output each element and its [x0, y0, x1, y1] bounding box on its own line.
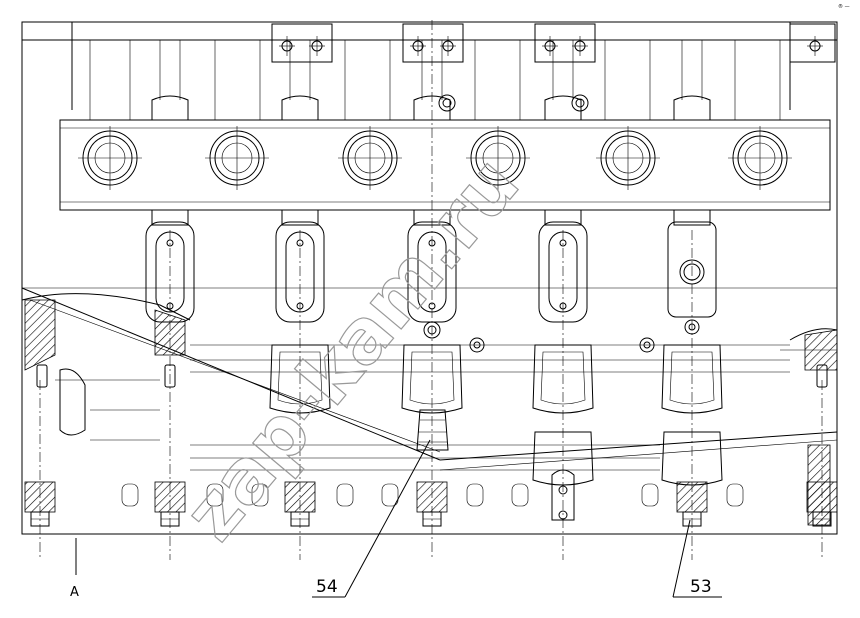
boss [336, 483, 354, 507]
pocket-upper-inner [540, 351, 586, 405]
pin-assembly [416, 409, 575, 521]
web-rib [151, 210, 189, 226]
pocket-upper-inner [669, 351, 715, 405]
corner-mark: ® — [838, 3, 850, 10]
section-lines [21, 287, 838, 471]
bottom-bolts [24, 481, 838, 527]
bearing-row [59, 40, 831, 226]
boss [381, 483, 399, 507]
view-label-a: A [70, 585, 79, 600]
horizontal-rails [190, 344, 790, 471]
right-section [780, 329, 838, 526]
pocket-upper [401, 344, 463, 414]
callout-label-53: 53 [690, 577, 712, 597]
lower-pockets [269, 344, 723, 486]
web-rib [673, 95, 711, 120]
pocket-upper [661, 344, 723, 414]
bolt-tab [534, 23, 596, 63]
locator-holes [423, 94, 700, 353]
leader-53 [672, 519, 722, 598]
watermark: zap-kam.ru [168, 141, 536, 557]
centerlines [39, 20, 823, 560]
web-rib [151, 95, 189, 120]
boss [251, 483, 269, 507]
web-rib [281, 95, 319, 120]
boss [726, 483, 744, 507]
web-rib [673, 210, 711, 226]
boss [121, 483, 139, 507]
boss [466, 483, 484, 507]
left-section [24, 299, 186, 441]
web-rib [281, 210, 319, 226]
bolt-tab [789, 23, 836, 63]
bearing-band [59, 119, 831, 211]
leader-54 [312, 439, 431, 598]
callout-label-54: 54 [316, 577, 338, 597]
boss [206, 483, 224, 507]
web-rib [544, 210, 582, 226]
pocket-upper-inner [409, 351, 455, 405]
bolt-tab [402, 23, 464, 63]
pocket-upper [532, 344, 594, 414]
pocket-upper [269, 344, 331, 414]
boss [641, 483, 659, 507]
boss [511, 483, 529, 507]
pocket-lower [532, 431, 594, 486]
top-bolt-tabs [271, 23, 836, 63]
web-rib [544, 95, 582, 120]
bolt-tab [271, 23, 333, 63]
